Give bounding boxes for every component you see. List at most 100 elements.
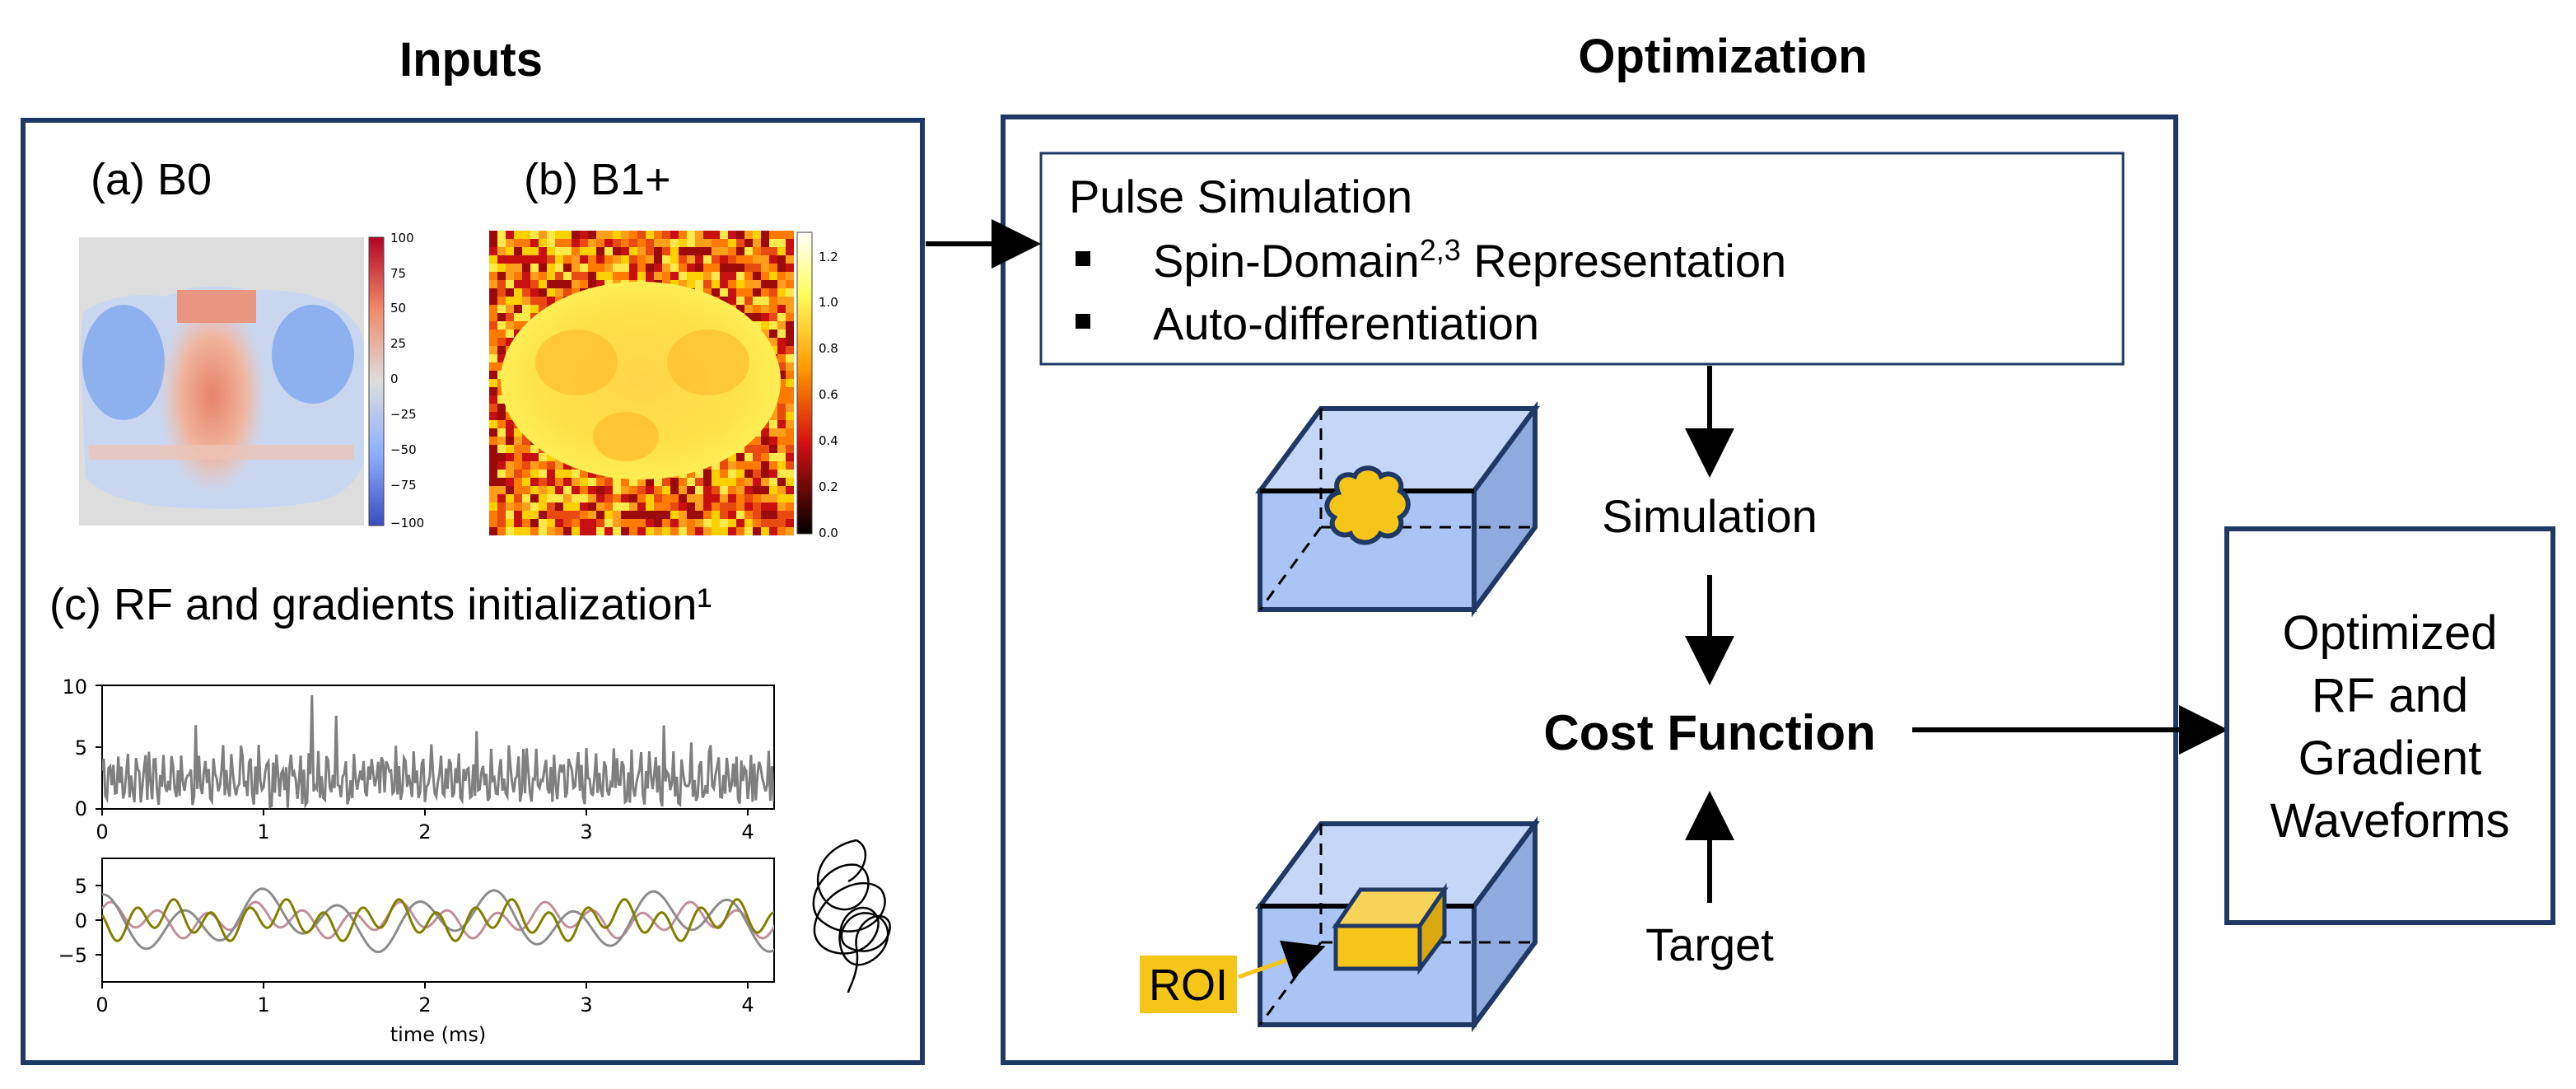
b1-noise-pixel <box>514 511 522 519</box>
b1-noise-pixel <box>761 494 769 502</box>
b1-noise-pixel <box>679 519 687 527</box>
b1-noise-pixel <box>761 313 769 321</box>
b1-noise-pixel <box>736 478 744 486</box>
b1-noise-pixel <box>588 486 596 494</box>
b1-noise-pixel <box>712 239 720 247</box>
b1-noise-pixel <box>637 255 646 264</box>
b1-noise-pixel <box>588 478 596 486</box>
b1-noise-pixel <box>547 280 555 288</box>
b1-noise-pixel <box>547 461 555 470</box>
gradient-xtick: 3 <box>580 993 592 1017</box>
b1-noise-pixel <box>522 255 530 264</box>
output-line: Gradient <box>2298 731 2481 785</box>
b1-noise-pixel <box>769 264 777 272</box>
b1-noise-pixel <box>695 478 703 486</box>
b1-noise-pixel <box>679 478 687 486</box>
b1-noise-pixel <box>753 280 761 288</box>
b1-noise-pixel <box>547 470 555 478</box>
b1-noise-pixel <box>687 511 695 519</box>
b1-noise-pixel <box>703 272 712 280</box>
b1-noise-pixel <box>522 494 530 502</box>
b1-noise-pixel <box>547 231 555 239</box>
b1-noise-pixel <box>786 519 794 527</box>
b1-noise-pixel <box>786 354 794 362</box>
b1-noise-pixel <box>621 272 629 280</box>
b1-noise-pixel <box>489 362 497 371</box>
b1-noise-pixel <box>670 255 679 264</box>
b1-noise-pixel <box>497 486 506 494</box>
b1-noise-pixel <box>530 511 539 519</box>
b1-noise-pixel <box>604 527 613 535</box>
b1-noise-pixel <box>712 280 720 288</box>
b1-noise-pixel <box>786 362 794 371</box>
b1-noise-pixel <box>695 247 703 255</box>
b1-noise-pixel <box>769 321 777 330</box>
b1-noise-pixel <box>662 247 670 255</box>
b1-noise-pixel <box>596 519 604 527</box>
b1-noise-pixel <box>497 445 506 453</box>
b1-noise-pixel <box>777 247 786 255</box>
roi-label: ROI <box>1149 960 1228 1010</box>
b1-noise-pixel <box>497 494 506 502</box>
b1-noise-pixel <box>588 527 596 535</box>
b1-noise-pixel <box>489 354 497 362</box>
b1-noise-pixel <box>604 519 613 527</box>
b1-noise-pixel <box>687 527 695 535</box>
b1-noise-pixel <box>506 453 514 461</box>
output-box <box>2224 526 2555 925</box>
b1-noise-pixel <box>679 239 687 247</box>
b1-noise-pixel <box>769 527 777 535</box>
b1-map <box>489 231 813 535</box>
b1-noise-pixel <box>753 255 761 264</box>
b1-noise-pixel <box>588 502 596 511</box>
b1-noise-pixel <box>769 478 777 486</box>
b1-noise-pixel <box>514 231 522 239</box>
b1-noise-pixel <box>514 297 522 305</box>
b1-noise-pixel <box>629 247 637 255</box>
rf-top-xtick: 4 <box>741 820 754 844</box>
b1-noise-pixel <box>786 264 794 272</box>
b1-noise-pixel <box>744 313 753 321</box>
b1-noise-pixel <box>563 231 572 239</box>
b1-noise-pixel <box>580 494 588 502</box>
b1-noise-pixel <box>744 247 753 255</box>
b1-noise-pixel <box>572 519 580 527</box>
b1-noise-pixel <box>613 231 621 239</box>
b1-noise-pixel <box>588 264 596 272</box>
b1-noise-pixel <box>654 527 662 535</box>
b1-noise-pixel <box>736 231 744 239</box>
b1-noise-pixel <box>777 445 786 453</box>
b1-noise-pixel <box>728 239 736 247</box>
b1-noise-pixel <box>761 478 769 486</box>
b0-tick: 0 <box>390 372 399 386</box>
b1-noise-pixel <box>497 395 506 404</box>
b1-noise-pixel <box>753 305 761 313</box>
b1-noise-pixel <box>613 239 621 247</box>
b0-tick: −25 <box>390 407 417 422</box>
b1-noise-pixel <box>786 478 794 486</box>
b1-noise-pixel <box>720 280 728 288</box>
b1-noise-pixel <box>530 239 539 247</box>
b1-noise-pixel <box>514 486 522 494</box>
b1-noise-pixel <box>514 445 522 453</box>
b1-noise-pixel <box>506 461 514 470</box>
b1-noise-pixel <box>761 255 769 264</box>
b1-noise-pixel <box>613 247 621 255</box>
b1-noise-pixel <box>662 486 670 494</box>
rf-amplitude-series <box>102 694 774 809</box>
b1-noise-pixel <box>786 470 794 478</box>
b1-noise-pixel <box>777 486 786 494</box>
b1-noise-pixel <box>679 494 687 502</box>
b1-noise-pixel <box>497 428 506 437</box>
gradient-y-series <box>102 898 774 942</box>
b1-noise-pixel <box>637 231 646 239</box>
b1-noise-pixel <box>596 511 604 519</box>
b1-noise-pixel <box>786 511 794 519</box>
b1-noise-pixel <box>720 239 728 247</box>
b1-noise-pixel <box>621 494 629 502</box>
b1-noise-pixel <box>572 470 580 478</box>
b0-tick: 100 <box>390 231 414 245</box>
b1-noise-pixel <box>613 478 621 486</box>
bullet-marker <box>1076 314 1090 329</box>
b1-noise-pixel <box>530 494 539 502</box>
